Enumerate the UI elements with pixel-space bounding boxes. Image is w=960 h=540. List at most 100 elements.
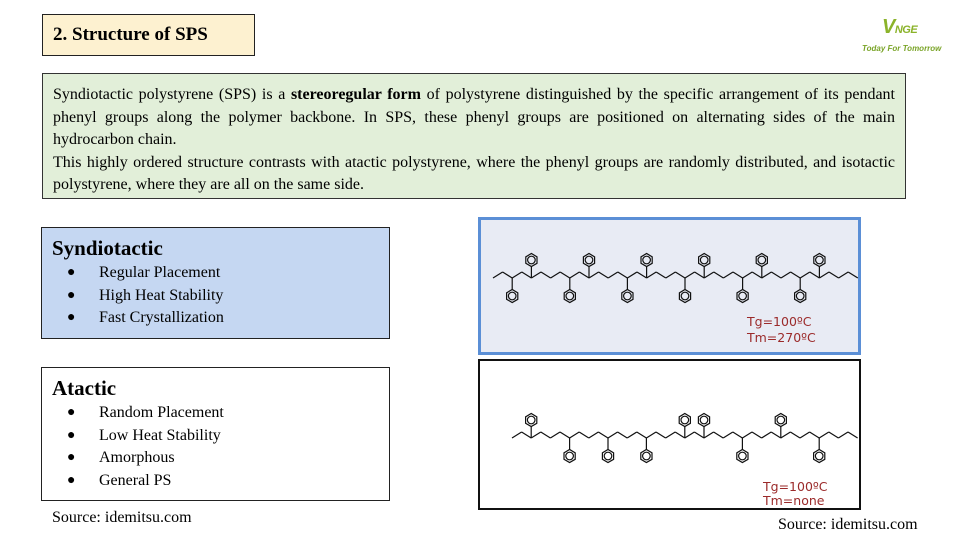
phenyl-ring-icon <box>813 448 826 464</box>
bond-line <box>521 271 532 279</box>
aromatic-circle <box>814 451 824 461</box>
phenyl-ring-icon <box>525 252 538 268</box>
bond-line <box>636 271 647 279</box>
phenyl-ring-icon <box>678 412 691 428</box>
phenyl-ring-icon <box>563 448 576 464</box>
bond-line <box>492 271 503 279</box>
bond-line <box>607 271 619 279</box>
syndiotactic-tm-label: Tm=270ºC <box>746 330 816 345</box>
bond-line <box>531 271 542 279</box>
bond-line <box>598 431 609 439</box>
bond-line <box>799 431 810 439</box>
bond-line <box>694 431 705 439</box>
logo-mark: VNGE <box>882 16 918 38</box>
aromatic-circle <box>527 255 536 265</box>
bond-line <box>742 271 753 279</box>
bullet-icon: ● <box>67 450 76 465</box>
atactic-structure-diagram: Tg=100ºC Tm=none <box>511 412 858 508</box>
bond-line <box>646 271 657 279</box>
atactic-title: Atactic <box>52 376 117 400</box>
bond-line <box>684 271 695 279</box>
bond-line <box>626 431 638 439</box>
bond-line <box>828 271 839 279</box>
bond-line <box>655 271 667 279</box>
aromatic-circle <box>642 255 652 265</box>
intro-paragraph-2: This highly ordered structure contrasts … <box>53 153 895 194</box>
bond-line <box>521 431 532 439</box>
phenyl-ring-icon <box>736 288 749 304</box>
atactic-list: ●Random Placement ●Low Heat Stability ●A… <box>52 402 389 492</box>
source-caption-right: Source: idemitsu.com <box>778 516 918 533</box>
bond-line <box>751 271 763 279</box>
aromatic-circle <box>641 451 651 461</box>
bond-line <box>511 271 523 279</box>
aromatic-circle <box>680 415 690 425</box>
bond-line <box>790 431 801 439</box>
intro-paragraph-1: Syndiotactic polystyrene (SPS) is a ster… <box>53 86 895 148</box>
bond-line <box>502 271 513 279</box>
intro-text-box: Syndiotactic polystyrene (SPS) is a ster… <box>42 73 906 199</box>
bond-line <box>770 431 782 439</box>
bond-line <box>819 271 830 279</box>
syndiotactic-structure-panel: Tg=100ºC Tm=270ºC <box>478 217 861 355</box>
syndiotactic-box: Syndiotactic ●Regular Placement ●High He… <box>41 227 390 339</box>
phenyl-ring-icon <box>563 288 577 304</box>
bond-line <box>799 271 811 279</box>
bond-line <box>559 431 570 439</box>
bond-line <box>742 431 753 439</box>
bond-line <box>607 431 618 439</box>
bond-line <box>665 271 676 279</box>
aromatic-circle <box>776 415 786 425</box>
aromatic-circle <box>680 291 690 301</box>
bond-line <box>511 431 522 439</box>
syndiotactic-structure-diagram: Tg=100ºC Tm=270ºC <box>492 252 858 345</box>
bond-line <box>818 431 830 439</box>
aromatic-circle <box>507 291 517 301</box>
atactic-tg-label: Tg=100ºC <box>762 479 828 494</box>
bond-line <box>598 271 609 279</box>
list-item: ●Fast Crystallization <box>52 307 389 330</box>
bond-line <box>617 431 628 439</box>
phenyl-ring-icon <box>678 288 692 304</box>
atactic-box: Atactic ●Random Placement ●Low Heat Stab… <box>41 367 390 501</box>
bond-line <box>684 431 695 439</box>
bond-line <box>578 431 590 439</box>
phenyl-ring-icon <box>640 448 653 464</box>
phenyl-ring-icon <box>774 412 787 428</box>
phenyl-ring-icon <box>621 288 634 304</box>
list-item: ●High Heat Stability <box>52 285 389 308</box>
bond-line <box>550 271 561 279</box>
bullet-icon: ● <box>67 427 76 443</box>
aromatic-circle <box>795 291 805 301</box>
bullet-icon: ● <box>67 287 76 303</box>
bullet-icon: ● <box>67 310 76 325</box>
bond-line <box>771 271 782 279</box>
bond-line <box>780 431 791 439</box>
atactic-tm-label: Tm=none <box>762 493 825 508</box>
vinge-logo: VNGE Today For Tomorrow <box>862 16 952 58</box>
aromatic-circle <box>622 291 632 301</box>
bond-line <box>780 271 791 279</box>
source-caption-left: Source: idemitsu.com <box>52 509 192 526</box>
aromatic-circle <box>738 291 748 301</box>
bond-line <box>732 271 743 279</box>
aromatic-circle <box>699 415 709 425</box>
phenyl-ring-icon <box>794 288 807 304</box>
bond-line <box>703 431 714 439</box>
bond-line <box>847 271 858 279</box>
bond-line <box>761 271 772 279</box>
aromatic-circle <box>699 255 709 265</box>
bond-line <box>627 271 638 279</box>
bond-line <box>665 431 676 439</box>
bond-line <box>588 431 599 439</box>
bond-line <box>809 271 820 279</box>
bond-line <box>579 271 590 279</box>
bond-line <box>646 431 657 439</box>
bond-line <box>559 271 571 279</box>
phenyl-ring-icon <box>601 448 615 464</box>
list-item: ●Amorphous <box>52 447 389 470</box>
bond-line <box>723 271 734 279</box>
bond-line <box>790 271 801 279</box>
bond-line <box>550 431 561 439</box>
bond-line <box>809 431 820 439</box>
